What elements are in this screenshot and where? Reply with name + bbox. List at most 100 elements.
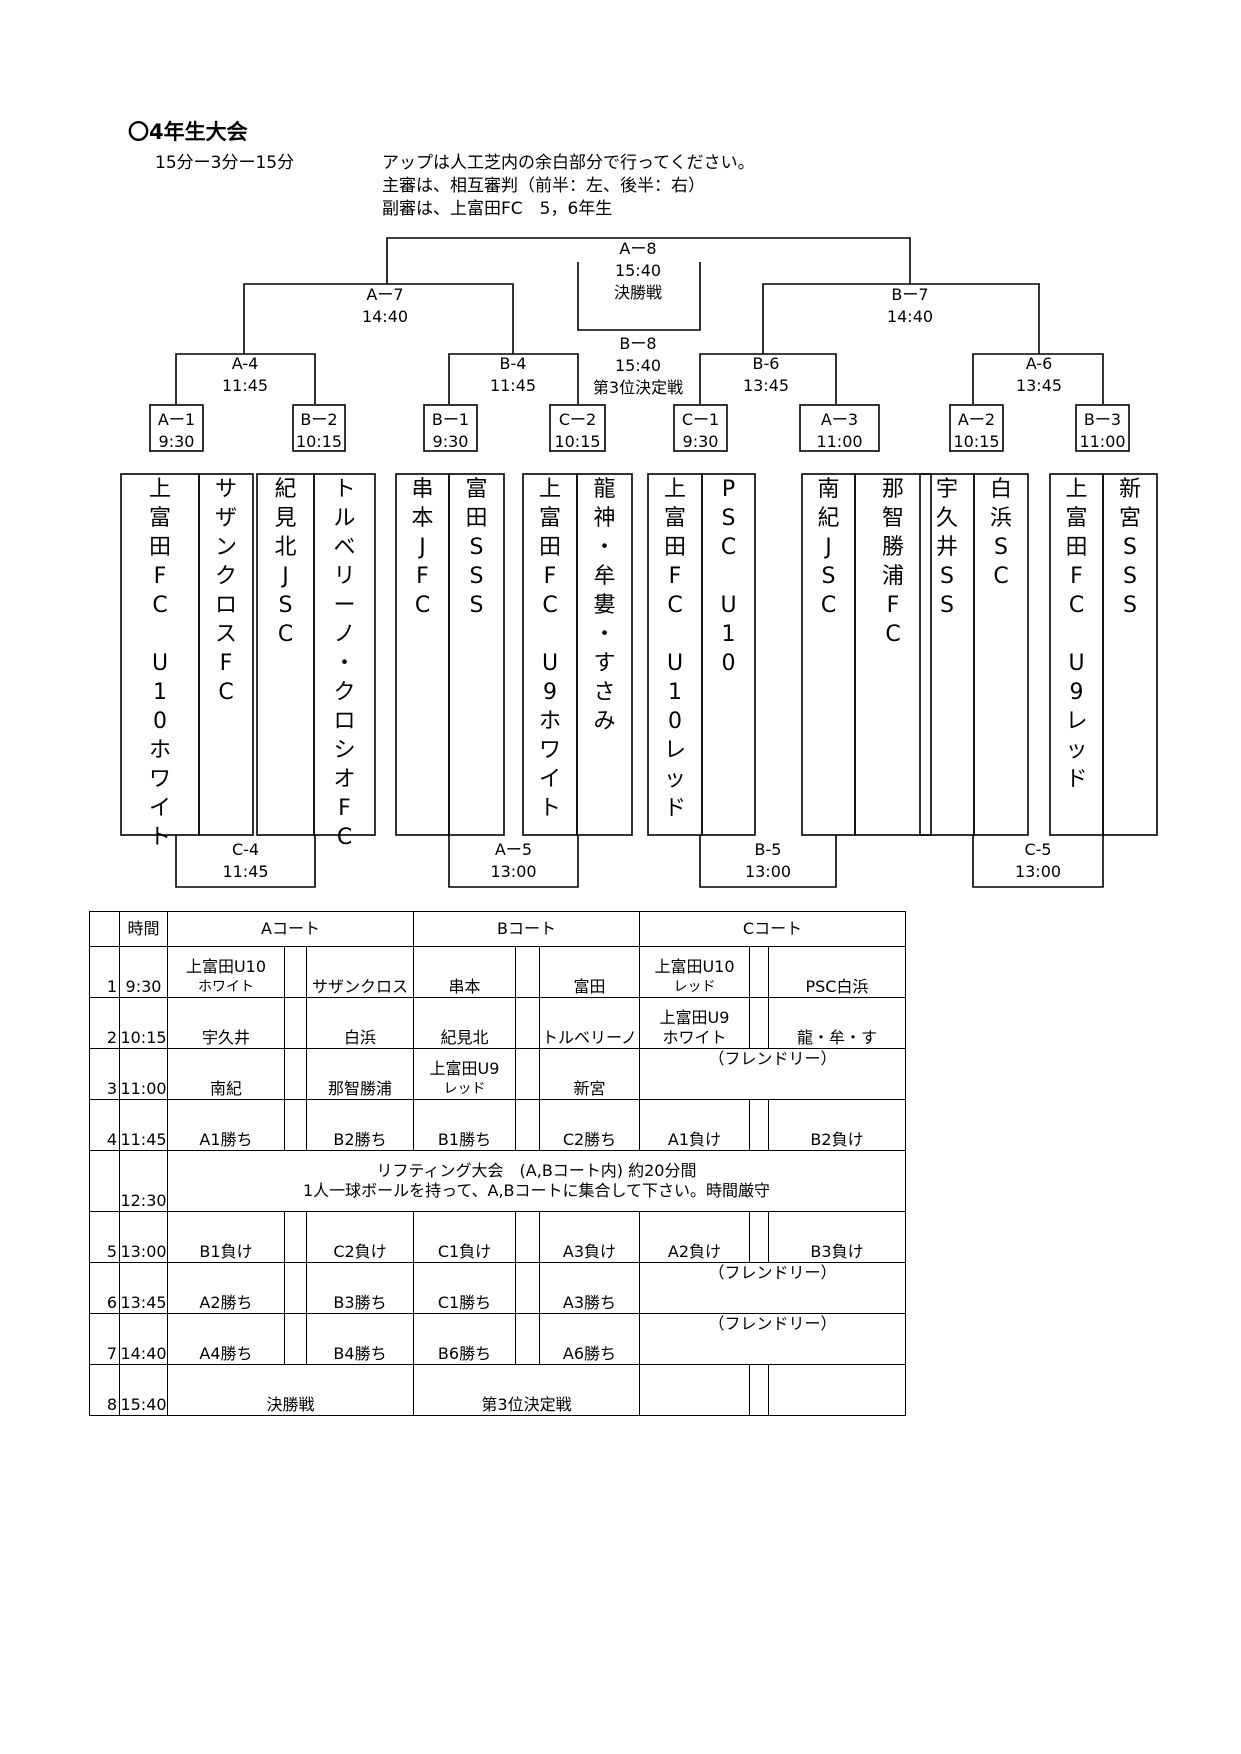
- round1-box-A-1: [149, 404, 204, 452]
- round1-box-A-3: [799, 404, 880, 452]
- team-name-char: ー: [333, 593, 355, 618]
- team-name-char: 田: [664, 535, 686, 560]
- team-name-char: 1: [722, 622, 736, 647]
- team-name-char: 白: [990, 477, 1012, 502]
- team-name-char: ノ: [333, 622, 355, 647]
- consolation-connector-C-4: [175, 835, 316, 888]
- team-name-char: サ: [215, 477, 237, 502]
- team-name-char: U: [720, 593, 736, 618]
- team-name-char: ス: [215, 622, 237, 647]
- team-name: 龍神・牟婁・すさみ: [593, 477, 615, 734]
- match-name-B-8: 第3位決定戦: [593, 378, 683, 397]
- team-name-char: 串: [411, 477, 433, 502]
- team-name-char: F: [1070, 564, 1083, 589]
- team-name-char: ク: [215, 564, 237, 589]
- match-time-B-6: 13:45: [743, 376, 789, 395]
- note-warmup: アップは人工芝内の余白部分で行ってください。: [382, 153, 755, 173]
- team-name-char: S: [994, 535, 1008, 560]
- match-code-C-5: C-5: [1024, 840, 1051, 859]
- team-name-char: 田: [539, 535, 561, 560]
- team-name-char: S: [822, 564, 836, 589]
- friendly-label: （フレンドリー）: [639, 1048, 906, 1100]
- team-name-char: す: [593, 651, 615, 676]
- match-time-A-8: 15:40: [615, 261, 661, 280]
- match-time-C-4: 11:45: [222, 862, 268, 881]
- match-time-C-2: 10:15: [554, 432, 600, 451]
- team-name-char: ワ: [539, 738, 561, 763]
- team-name-char: C: [542, 593, 557, 618]
- schedule-row: 5 13:00 B1負け C2負け C1負け A3負け A2負け B3負け: [89, 1211, 906, 1263]
- team-name-char: ホ: [149, 738, 171, 763]
- team-name-char: C: [218, 680, 233, 705]
- schedule-header-row: 時間 Aコート Bコート Cコート: [89, 911, 906, 947]
- team-name-char: S: [722, 506, 736, 531]
- team-box: [576, 473, 633, 836]
- team-box: [973, 473, 1029, 836]
- team-name-char: 9: [543, 680, 557, 705]
- team-name-char: 宇: [936, 477, 958, 502]
- team-name-char: F: [669, 564, 682, 589]
- team-name-char: 田: [149, 535, 171, 560]
- team-name-char: 龍: [593, 477, 615, 502]
- team-name-char: 1: [668, 680, 682, 705]
- team-name-char: S: [1123, 564, 1137, 589]
- schedule-row: 6 13:45 A2勝ち B3勝ち C1勝ち A3勝ち （フレンドリー）: [89, 1262, 906, 1314]
- team-name-char: C: [152, 593, 167, 618]
- consolation-connector-B-5: [699, 835, 837, 888]
- team-name-char: 牟: [593, 564, 615, 589]
- round1-box-B-3: [1075, 404, 1130, 452]
- team-name-char: S: [470, 564, 484, 589]
- team-name-char: ザ: [215, 506, 237, 531]
- match-time-C-5: 13:00: [1015, 862, 1061, 881]
- team-name-char: 南: [817, 477, 839, 502]
- team-name-char: 上: [1065, 477, 1087, 502]
- semifinal-a-connector: [243, 283, 514, 354]
- team-name-char: 新: [1119, 477, 1141, 502]
- tournament-bracket: Aー815:40決勝戦Bー815:40第3位決定戦Aー714:40Bー714:4…: [120, 237, 1158, 888]
- team-name-char: J: [280, 564, 289, 589]
- third-place-connector: [577, 262, 701, 331]
- note-referee: 主審は、相互審判（前半：左、後半：右）: [382, 176, 705, 196]
- team-name-char: 富: [465, 477, 487, 502]
- note-assistant-referee: 副審は、上富田FC 5，6年生: [382, 199, 613, 219]
- time-header: 時間: [119, 911, 168, 947]
- team-name-char: レ: [1065, 709, 1087, 734]
- court-c-header: Cコート: [639, 911, 906, 947]
- team-name-char: 0: [668, 709, 682, 734]
- team-name-char: 紀: [274, 477, 296, 502]
- team-name-char: オ: [333, 767, 355, 792]
- team-name-char: C: [885, 622, 900, 647]
- team-name-char: P: [722, 477, 735, 502]
- match-time-B-2: 10:15: [296, 432, 342, 451]
- lifting-event-row: 12:30 リフティング大会 (A,Bコート内) 約20分間 1人一球ボールを持…: [89, 1150, 906, 1212]
- bracket-line: [972, 353, 1104, 404]
- match-time-B-7: 14:40: [887, 307, 933, 326]
- schedule-row: 7 14:40 A4勝ち B4勝ち B6勝ち A6勝ち （フレンドリー）: [89, 1313, 906, 1365]
- team-name-char: S: [279, 593, 293, 618]
- team-name-char: 紀: [817, 506, 839, 531]
- team-name-char: S: [940, 564, 954, 589]
- match-code-A-1: Aー1: [158, 410, 195, 429]
- semifinal-b-connector: [762, 283, 1040, 354]
- round1-box-B-1: [423, 404, 478, 452]
- team-name-char: F: [154, 564, 167, 589]
- team-box: [854, 473, 932, 836]
- match-code-B-8: Bー8: [619, 334, 656, 353]
- match-time-A-1: 9:30: [159, 432, 195, 451]
- team-name-char: J: [823, 535, 832, 560]
- team-name-char: 宮: [1119, 506, 1141, 531]
- match-time-B-3: 11:00: [1079, 432, 1125, 451]
- team-name-char: 浜: [990, 506, 1012, 531]
- round1-box-C-2: [549, 404, 606, 452]
- match-time-B-1: 9:30: [433, 432, 469, 451]
- team-name-char: ホ: [539, 709, 561, 734]
- match-time-A-5: 13:00: [490, 862, 536, 881]
- team-name-char: F: [416, 564, 429, 589]
